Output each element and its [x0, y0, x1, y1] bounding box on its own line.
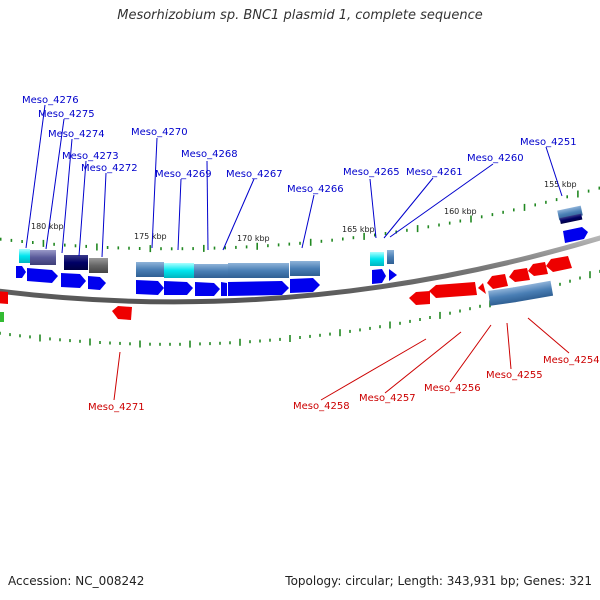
gene-label[interactable]: Meso_4274	[48, 129, 105, 140]
gene-label[interactable]: Meso_4269	[155, 169, 212, 180]
cog-box[interactable]	[64, 255, 88, 270]
callout-line	[78, 160, 87, 257]
gene-arrow-forward[interactable]	[221, 282, 227, 296]
callout-line	[222, 178, 255, 251]
cog-track-forward	[19, 205, 583, 278]
cog-box[interactable]	[136, 262, 164, 277]
gene-label[interactable]: Meso_4267	[226, 169, 283, 180]
cog-box[interactable]	[30, 250, 56, 265]
gene-label[interactable]: Meso_4256	[424, 383, 481, 394]
cog-box[interactable]	[194, 264, 228, 278]
gene-arrow-forward[interactable]	[88, 276, 106, 290]
gene-label[interactable]: Meso_4272	[81, 163, 138, 174]
scale-label: 165 kbp	[342, 225, 375, 234]
gene-arrow-forward[interactable]	[164, 281, 193, 295]
callout-line	[151, 137, 158, 249]
gene-arrow-forward[interactable]	[290, 278, 320, 293]
forward-gene-labels: Meso_4276 Meso_4275 Meso_4274 Meso_4273 …	[22, 95, 577, 195]
cog-box[interactable]	[19, 249, 30, 263]
callout-line	[449, 324, 492, 383]
cog-box[interactable]	[290, 261, 320, 276]
callout-line	[45, 118, 65, 250]
callout-line	[369, 178, 377, 239]
cog-box[interactable]	[164, 263, 194, 278]
gene-label[interactable]: Meso_4268	[181, 149, 238, 160]
gene-label[interactable]: Meso_4276	[22, 95, 79, 106]
callout-line	[206, 160, 209, 251]
gene-arrow-forward[interactable]	[61, 273, 86, 288]
outer-tick-ring	[0, 186, 600, 253]
callout-line	[301, 194, 315, 249]
gene-label[interactable]: Meso_4254	[543, 355, 600, 366]
gene-label[interactable]: Meso_4258	[293, 401, 350, 412]
gene-label[interactable]: Meso_4255	[486, 370, 543, 381]
gene-arrow-reverse[interactable]	[478, 283, 486, 294]
scale-label: 170 kbp	[237, 234, 270, 243]
gene-arrow-forward[interactable]	[16, 266, 26, 278]
gene-arrow-reverse[interactable]	[429, 282, 477, 298]
gene-label[interactable]: Meso_4273	[62, 151, 119, 162]
gene-arrow-reverse[interactable]	[112, 306, 132, 320]
scale-label: 175 kbp	[134, 232, 167, 241]
scale-label: 160 kbp	[444, 207, 477, 216]
forward-gene-track	[16, 227, 588, 296]
reverse-callouts	[113, 317, 570, 401]
gene-arrow-other[interactable]	[0, 312, 4, 322]
scale-label: 180 kbp	[31, 222, 64, 231]
callout-line	[545, 146, 563, 197]
gene-label[interactable]: Meso_4261	[406, 167, 463, 178]
gene-label[interactable]: Meso_4251	[520, 137, 577, 148]
callout-line	[320, 338, 427, 401]
gene-label[interactable]: Meso_4271	[88, 402, 145, 413]
accession-text: Accession: NC_008242	[8, 574, 145, 588]
cog-box[interactable]	[513, 280, 554, 303]
callout-line	[113, 351, 121, 401]
gene-arrow-reverse[interactable]	[487, 274, 508, 289]
forward-callouts	[25, 104, 563, 258]
topology-summary: Topology: circular; Length: 343,931 bp; …	[285, 574, 592, 588]
inner-tick-ring	[0, 269, 600, 348]
gene-arrow-forward[interactable]	[389, 269, 397, 281]
gene-arrow-forward[interactable]	[372, 269, 386, 284]
callout-line	[506, 322, 512, 370]
callout-line	[177, 178, 182, 251]
callout-line	[383, 177, 434, 239]
gene-label[interactable]: Meso_4260	[467, 153, 524, 164]
callout-line	[25, 104, 46, 249]
gene-arrow-reverse[interactable]	[509, 268, 530, 282]
gene-label[interactable]: Meso_4275	[38, 109, 95, 120]
plasmid-backbone	[0, 235, 600, 305]
callout-line	[389, 163, 494, 238]
gene-arrow-forward[interactable]	[563, 227, 588, 243]
callout-line	[384, 331, 462, 394]
scale-label: 155 kbp	[544, 180, 577, 189]
map-title: Mesorhizobium sp. BNC1 plasmid 1, comple…	[117, 8, 483, 23]
cog-box[interactable]	[559, 213, 583, 225]
gene-label[interactable]: Meso_4257	[359, 393, 416, 404]
gene-label[interactable]: Meso_4266	[287, 184, 344, 195]
cog-box[interactable]	[89, 258, 108, 273]
gene-arrow-forward[interactable]	[228, 281, 289, 296]
gene-arrow-reverse[interactable]	[546, 256, 572, 272]
gene-label[interactable]: Meso_4270	[131, 127, 188, 138]
callout-line	[101, 172, 107, 258]
cog-track-reverse	[488, 280, 554, 306]
callout-line	[527, 317, 570, 354]
cog-box[interactable]	[370, 252, 384, 266]
gene-arrow-forward[interactable]	[136, 280, 164, 295]
cog-box[interactable]	[387, 250, 394, 264]
scale-labels: 180 kbp 175 kbp 170 kbp 165 kbp 160 kbp …	[31, 180, 577, 243]
gene-arrow-reverse[interactable]	[409, 291, 430, 305]
callout-line	[61, 138, 73, 254]
gene-label[interactable]: Meso_4265	[343, 167, 400, 178]
reverse-gene-labels: Meso_4271 Meso_4258 Meso_4257 Meso_4256 …	[88, 355, 600, 413]
gene-arrow-forward[interactable]	[27, 268, 58, 283]
reverse-gene-track	[0, 256, 572, 320]
gene-arrow-forward[interactable]	[195, 282, 220, 296]
gene-arrow-reverse[interactable]	[528, 262, 548, 276]
cog-box[interactable]	[488, 287, 516, 306]
cog-box[interactable]	[228, 263, 289, 278]
gene-arrow-reverse[interactable]	[0, 291, 8, 304]
